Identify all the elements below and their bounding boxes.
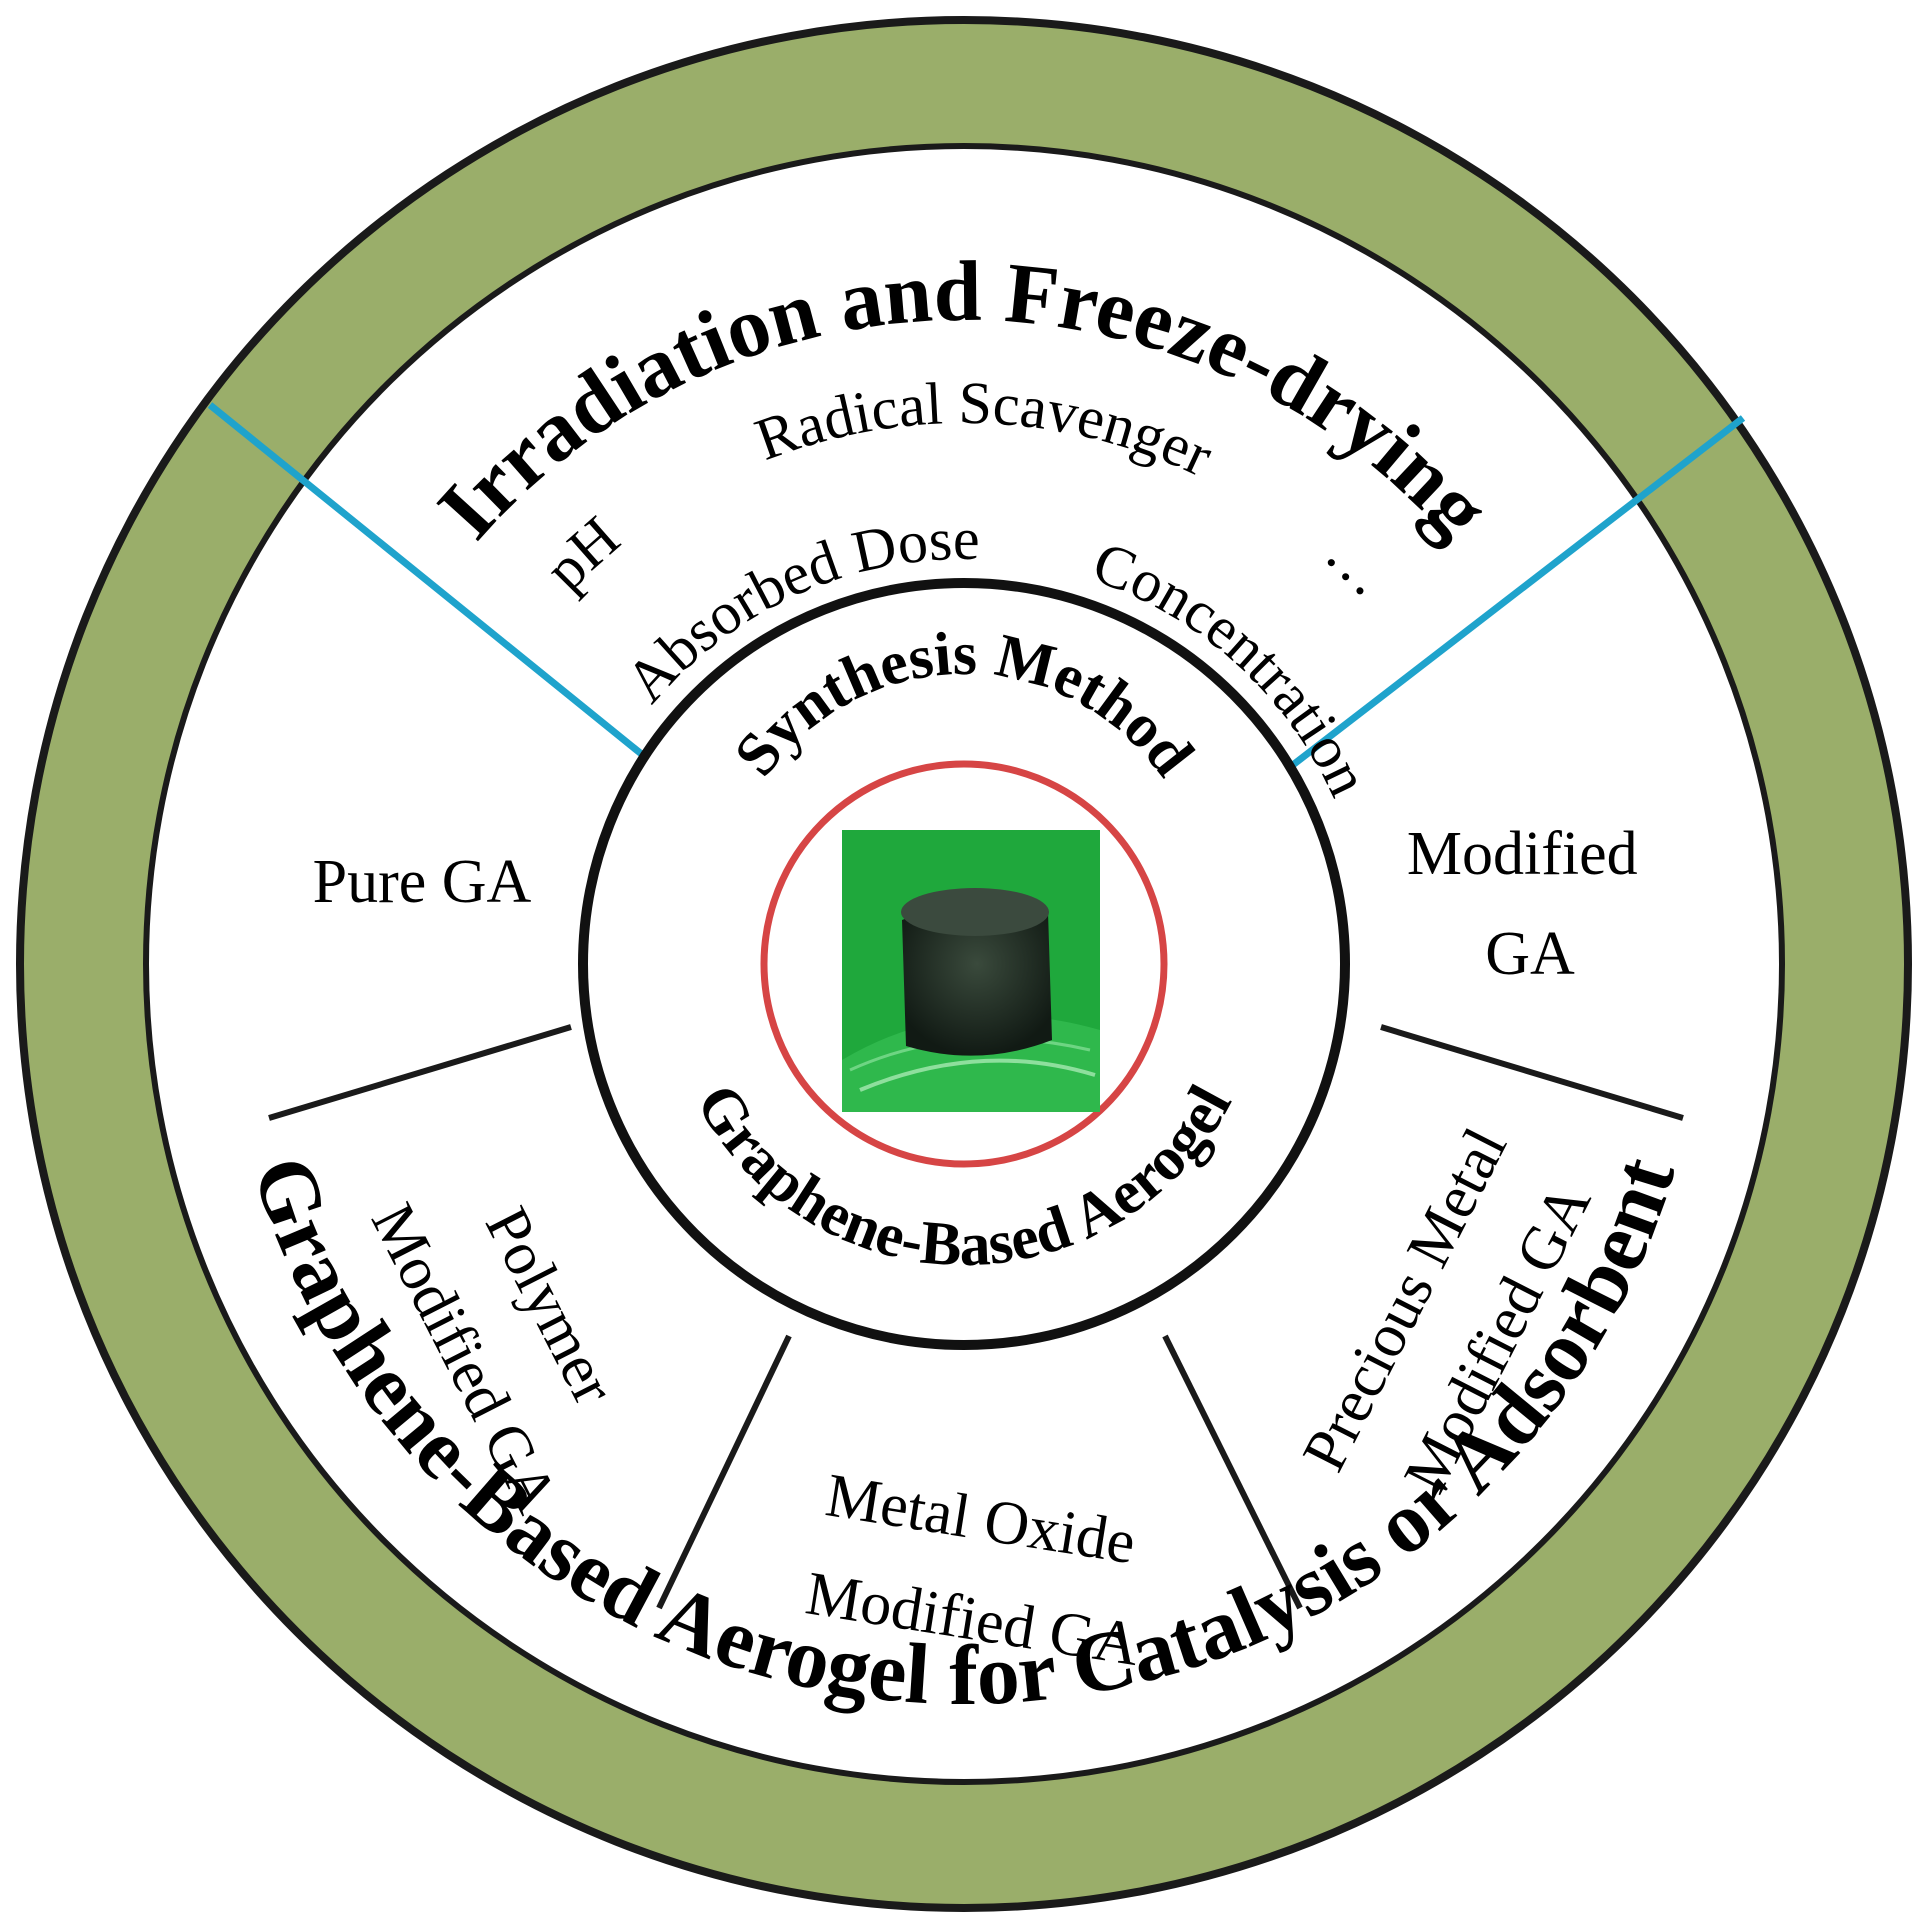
divider-lower-left xyxy=(656,1334,792,1610)
divider-left xyxy=(268,1024,572,1121)
divider-lower-right xyxy=(1162,1334,1303,1610)
segment-dividers xyxy=(268,1024,1684,1610)
segment-modified-ga-label: Modified GA xyxy=(1407,820,1653,988)
graphene-aerogel-sample-photo-icon xyxy=(842,830,1100,1112)
divider-right xyxy=(1380,1024,1684,1121)
segment-pure-ga-label: Pure GA xyxy=(313,848,532,916)
